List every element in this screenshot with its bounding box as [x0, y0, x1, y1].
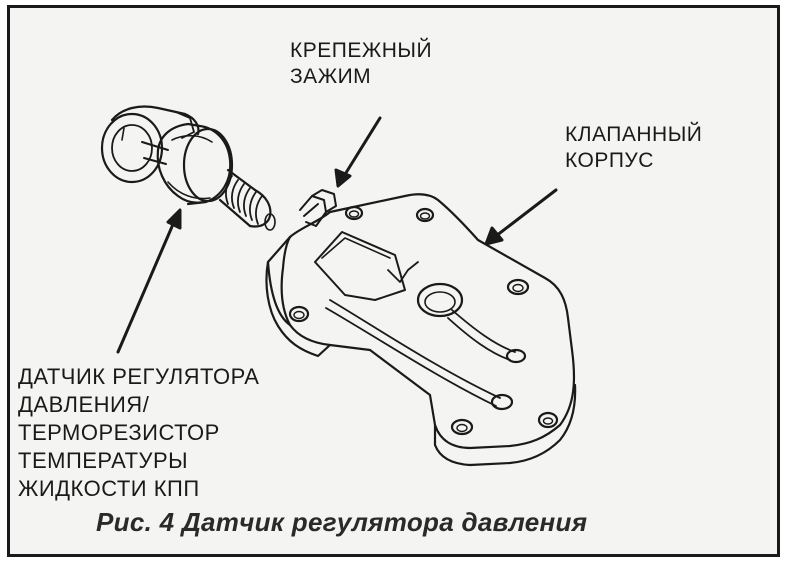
- label-line: КРЕПЕЖНЫЙ: [290, 39, 433, 62]
- label-line: ДАТЧИК РЕГУЛЯТОРА: [18, 364, 260, 389]
- label-line: КОРПУС: [565, 149, 654, 172]
- label-line: КЛАПАННЫЙ: [565, 123, 703, 146]
- valve-body: [265, 193, 577, 467]
- retaining-clip: [299, 189, 337, 227]
- figure-frame: [7, 5, 780, 557]
- leader-arrows: [116, 116, 558, 354]
- label-line: ЖИДКОСТИ КПП: [18, 476, 200, 501]
- label-valve-body: КЛАПАННЫЙ КОРПУС: [565, 122, 702, 174]
- label-retaining-clip: КРЕПЕЖНЫЙ ЗАЖИМ: [290, 38, 432, 90]
- pressure-sensor: [100, 105, 276, 231]
- label-line: ДАВЛЕНИЯ/: [18, 392, 150, 417]
- label-pressure-sensor: ДАТЧИК РЕГУЛЯТОРА ДАВЛЕНИЯ/ ТЕРМОРЕЗИСТО…: [18, 363, 259, 503]
- label-line: ЗАЖИМ: [290, 65, 372, 88]
- label-line: ТЕМПЕРАТУРЫ: [18, 448, 189, 473]
- figure-caption: Рис. 4 Датчик регулятора давления: [96, 507, 588, 537]
- label-line: ТЕРМОРЕЗИСТОР: [18, 420, 220, 445]
